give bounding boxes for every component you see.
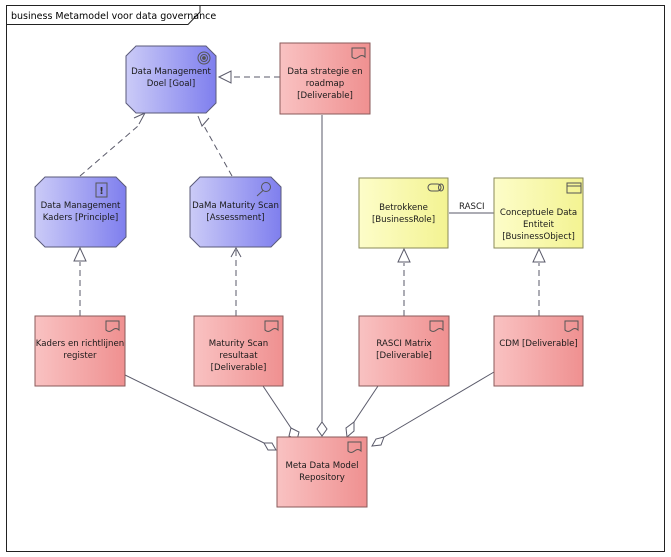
deliverable-icon bbox=[351, 47, 366, 59]
element-assessment[interactable] bbox=[189, 176, 282, 248]
connector-cdm-repo[interactable] bbox=[383, 371, 495, 438]
deliverable-icon bbox=[347, 441, 362, 453]
connectors bbox=[73, 70, 546, 451]
principle-icon: ! bbox=[95, 182, 108, 198]
realization-arrowhead bbox=[397, 247, 411, 263]
realization-arrowhead bbox=[217, 70, 232, 84]
deliverable-icon bbox=[105, 320, 120, 332]
role-icon bbox=[427, 183, 444, 192]
magnifier-icon bbox=[256, 182, 271, 197]
open-arrowhead bbox=[230, 246, 242, 258]
realization-arrowhead bbox=[532, 247, 546, 263]
frame-title: business Metamodel voor data governance bbox=[11, 11, 216, 22]
object-icon bbox=[566, 182, 582, 194]
element-object[interactable] bbox=[493, 177, 584, 249]
aggregation-diamond bbox=[263, 442, 277, 451]
element-scanres[interactable] bbox=[193, 315, 284, 387]
element-rasci[interactable] bbox=[358, 315, 450, 387]
deliverable-icon bbox=[429, 320, 444, 332]
realization-arrowhead bbox=[73, 246, 87, 262]
aggregation-diamond bbox=[371, 436, 385, 447]
element-principle[interactable]: ! bbox=[34, 176, 127, 248]
aggregation-diamond bbox=[316, 421, 328, 437]
connector-rasci-repo[interactable] bbox=[353, 385, 379, 423]
deliverable-icon bbox=[264, 320, 279, 332]
element-strategy[interactable] bbox=[279, 42, 371, 115]
svg-text:!: ! bbox=[99, 186, 104, 197]
connector-kaders-repo[interactable] bbox=[124, 374, 265, 444]
element-goal[interactable] bbox=[125, 45, 217, 114]
element-cdm[interactable] bbox=[493, 315, 584, 387]
connector-scanres-repo[interactable] bbox=[262, 385, 292, 429]
connector-principle-goal[interactable] bbox=[79, 125, 139, 177]
open-arrowhead bbox=[197, 115, 210, 127]
frame-tab bbox=[6, 5, 201, 25]
element-role[interactable] bbox=[358, 177, 449, 249]
rasci-connector-label: RASCI bbox=[459, 202, 485, 212]
element-repo[interactable] bbox=[276, 436, 368, 508]
goal-icon bbox=[197, 51, 211, 65]
element-kaders[interactable] bbox=[34, 315, 126, 387]
deliverable-icon bbox=[564, 320, 579, 332]
